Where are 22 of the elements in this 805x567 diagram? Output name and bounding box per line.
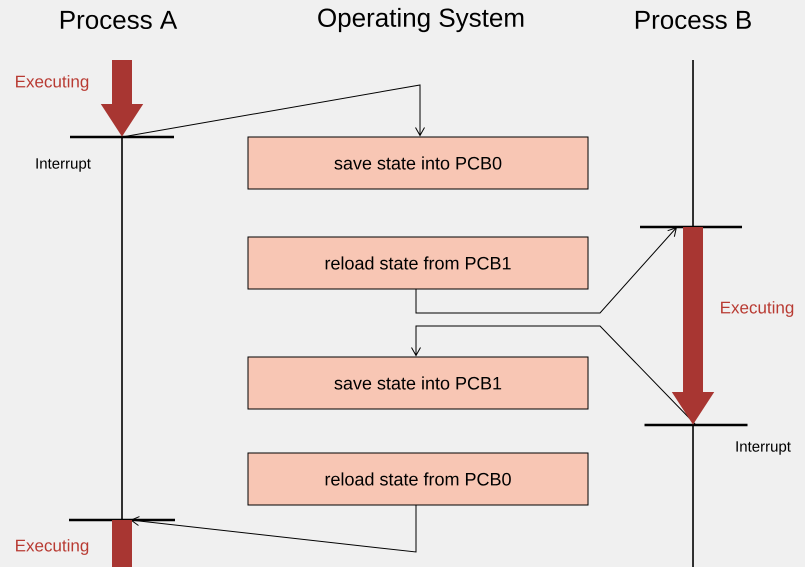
column-heading: Process A <box>60 10 178 30</box>
timeline <box>121 137 123 520</box>
tick-mark <box>70 136 174 138</box>
column-heading: Operating System <box>318 8 524 32</box>
state-label: Executing <box>721 301 794 317</box>
interrupt-label: Interrupt <box>736 441 791 455</box>
process-box: save state into PCB0 <box>248 136 588 190</box>
timeline <box>692 425 694 567</box>
interrupt-label: Interrupt <box>36 158 91 172</box>
tick-mark <box>644 424 748 426</box>
arrow <box>130 505 416 553</box>
state-label: Executing <box>16 539 88 555</box>
state-label: Executing <box>16 75 88 91</box>
column-heading: Process B <box>636 10 751 30</box>
process-box: reload state from PCB1 <box>248 236 588 290</box>
arrow <box>411 326 697 426</box>
tick-mark <box>640 226 742 228</box>
tick-mark <box>69 518 175 522</box>
process-box: save state into PCB1 <box>248 356 588 410</box>
process-box: reload state from PCB0 <box>248 452 588 506</box>
timeline <box>692 60 694 227</box>
arrow <box>416 227 678 314</box>
